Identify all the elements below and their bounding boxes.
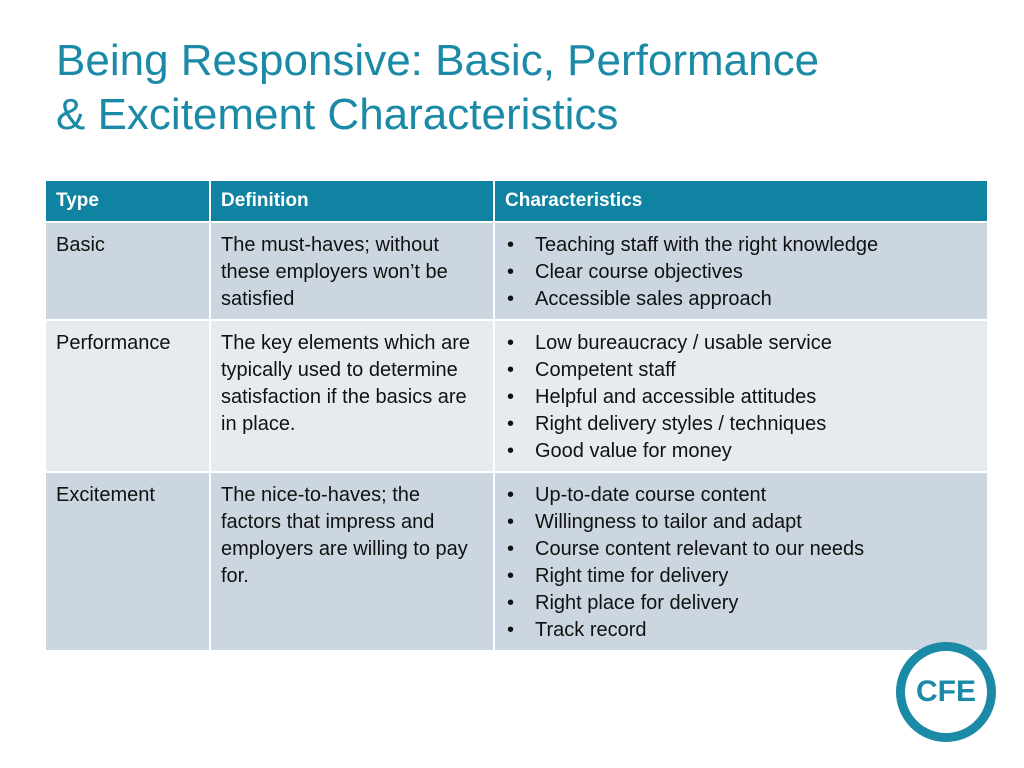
list-item: • Accessible sales approach (505, 286, 977, 313)
list-item-text: Accessible sales approach (535, 288, 772, 310)
bullet-icon: • (507, 386, 515, 408)
type-cell: Performance (44, 319, 211, 473)
list-item-text: Right place for delivery (535, 592, 739, 614)
bullet-icon: • (507, 440, 515, 462)
characteristics-cell: • Teaching staff with the right knowledge… (493, 221, 989, 321)
characteristics-cell: • Up-to-date course content • Willingness … (493, 471, 989, 652)
list-item: • Low bureaucracy / usable service (505, 330, 977, 357)
list-item: • Helpful and accessible attitudes (505, 384, 977, 411)
list-item: • Track record (505, 617, 977, 644)
list-item: • Clear course objectives (505, 259, 977, 286)
definition-cell: The key elements which are typically use… (209, 319, 495, 473)
list-item: • Right time for delivery (505, 563, 977, 590)
list-item-text: Up-to-date course content (535, 484, 767, 506)
cfe-logo: CFE (896, 642, 996, 742)
bullet-icon: • (507, 359, 515, 381)
bullet-icon: • (507, 511, 515, 533)
table-row-performance: Performance The key elements which are t… (44, 319, 989, 473)
bullet-icon: • (507, 261, 515, 283)
type-cell: Basic (44, 221, 211, 321)
bullet-icon: • (507, 332, 515, 354)
characteristics-list: • Up-to-date course content • Willingness … (505, 482, 977, 644)
table-header-row: Type Definition Characteristics (44, 179, 989, 223)
bullet-icon: • (507, 288, 515, 310)
list-item: • Up-to-date course content (505, 482, 977, 509)
list-item: • Good value for money (505, 438, 977, 465)
characteristics-cell: • Low bureaucracy / usable service • Compe… (493, 319, 989, 473)
list-item: • Willingness to tailor and adapt (505, 509, 977, 536)
list-item: • Course content relevant to our needs (505, 536, 977, 563)
bullet-icon: • (507, 619, 515, 641)
list-item-text: Teaching staff with the right knowledge (535, 234, 879, 256)
characteristics-list: • Low bureaucracy / usable service • Compe… (505, 330, 977, 465)
list-item-text: Course content relevant to our needs (535, 538, 865, 560)
list-item-text: Good value for money (535, 440, 732, 462)
list-item-text: Clear course objectives (535, 261, 743, 283)
list-item-text: Helpful and accessible attitudes (535, 386, 817, 408)
list-item-text: Right time for delivery (535, 565, 729, 587)
header-characteristics: Characteristics (493, 179, 989, 223)
list-item: • Right delivery styles / techniques (505, 411, 977, 438)
list-item-text: Right delivery styles / techniques (535, 413, 827, 435)
list-item-text: Willingness to tailor and adapt (535, 511, 802, 533)
bullet-icon: • (507, 538, 515, 560)
bullet-icon: • (507, 413, 515, 435)
list-item: • Teaching staff with the right knowledge (505, 232, 977, 259)
header-type: Type (44, 179, 211, 223)
slide-title: Being Responsive: Basic, Performance & E… (56, 34, 996, 142)
definition-cell: The nice-to-haves; the factors that impr… (209, 471, 495, 652)
list-item: • Competent staff (505, 357, 977, 384)
list-item: • Right place for delivery (505, 590, 977, 617)
bullet-icon: • (507, 234, 515, 256)
table-row-basic: Basic The must-haves; without these empl… (44, 221, 989, 321)
list-item-text: Competent staff (535, 359, 676, 381)
logo-text: CFE (916, 675, 976, 708)
bullet-icon: • (507, 484, 515, 506)
header-definition: Definition (209, 179, 495, 223)
list-item-text: Low bureaucracy / usable service (535, 332, 832, 354)
bullet-icon: • (507, 592, 515, 614)
definition-cell: The must-haves; without these employers … (209, 221, 495, 321)
characteristics-list: • Teaching staff with the right knowledge… (505, 232, 977, 313)
table-row-excitement: Excitement The nice-to-haves; the factor… (44, 471, 989, 652)
characteristics-table: Type Definition Characteristics Basic Th… (44, 179, 989, 652)
list-item-text: Track record (535, 619, 647, 641)
title-line-2: & Excitement Characteristics (56, 90, 619, 139)
type-cell: Excitement (44, 471, 211, 652)
title-line-1: Being Responsive: Basic, Performance (56, 36, 820, 85)
bullet-icon: • (507, 565, 515, 587)
